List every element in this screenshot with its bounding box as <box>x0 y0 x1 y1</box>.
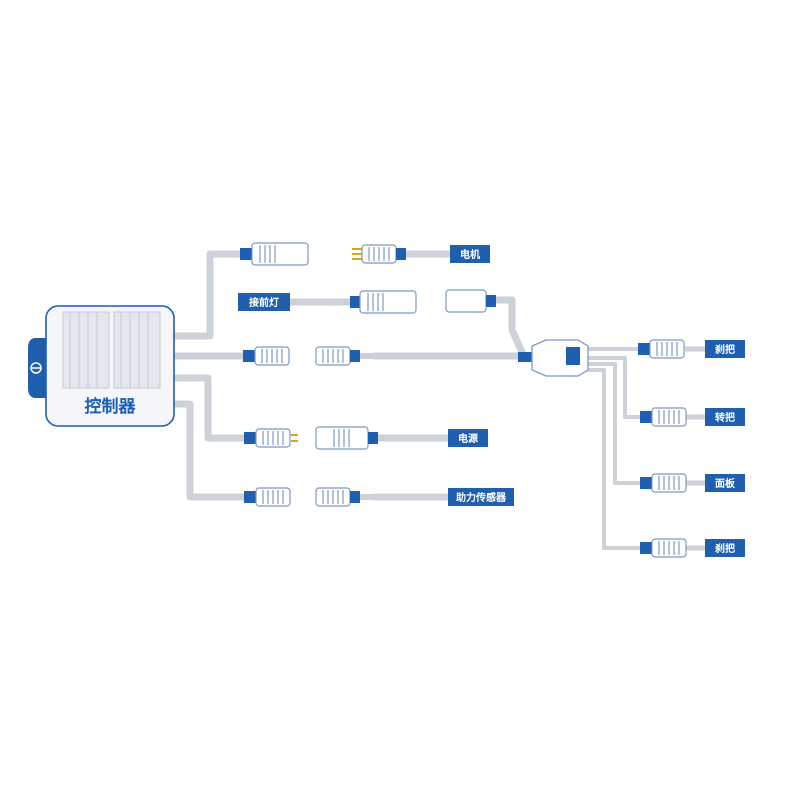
brake-2-connector <box>640 538 687 558</box>
main-cable-connector <box>315 346 376 366</box>
connector-lower-end <box>244 428 298 448</box>
throttle-connector <box>640 407 687 427</box>
controller: 控制器 <box>28 305 175 427</box>
label-motor-text: 电机 <box>460 248 480 261</box>
label-assist-sensor: 助力传感器 <box>448 488 514 506</box>
label-power-text: 电源 <box>458 432 478 445</box>
cable-lower <box>168 374 248 442</box>
connector-middle-end <box>243 346 290 366</box>
branch-panel <box>585 362 640 485</box>
label-headlight: 接前灯 <box>238 293 290 311</box>
power-connector <box>315 426 378 450</box>
controller-label: 控制器 <box>85 396 137 417</box>
connector-top-end <box>240 242 309 266</box>
label-brake-1: 刹把 <box>705 340 745 358</box>
label-brake-1-text: 刹把 <box>715 343 735 356</box>
hub-input-connector <box>445 289 496 313</box>
branch-cables <box>585 347 640 550</box>
label-assist-sensor-text: 助力传感器 <box>456 491 507 504</box>
cable-bottom <box>168 400 248 501</box>
label-brake-2: 刹把 <box>705 539 745 557</box>
brake-1-connector <box>638 339 685 359</box>
cable-top <box>168 250 244 340</box>
label-motor: 电机 <box>450 245 490 263</box>
branch-cables-tail <box>685 346 705 551</box>
panel-connector <box>640 473 687 493</box>
cables <box>168 250 534 501</box>
cable-hub-up <box>491 296 526 356</box>
branch-brake-2 <box>585 368 640 550</box>
headlight-connector <box>350 290 417 314</box>
label-brake-2-text: 刹把 <box>715 542 735 555</box>
label-panel-text: 面板 <box>715 477 736 490</box>
splitter-hub <box>518 339 589 377</box>
motor-connector <box>352 244 406 264</box>
label-panel: 面板 <box>705 474 745 492</box>
assist-sensor-connector <box>315 487 376 507</box>
label-throttle-text: 转把 <box>715 411 735 424</box>
label-power: 电源 <box>448 429 488 447</box>
branch-throttle <box>585 356 640 419</box>
connector-bottom-end <box>244 487 291 507</box>
label-headlight-text: 接前灯 <box>249 296 279 309</box>
label-throttle: 转把 <box>705 408 745 426</box>
